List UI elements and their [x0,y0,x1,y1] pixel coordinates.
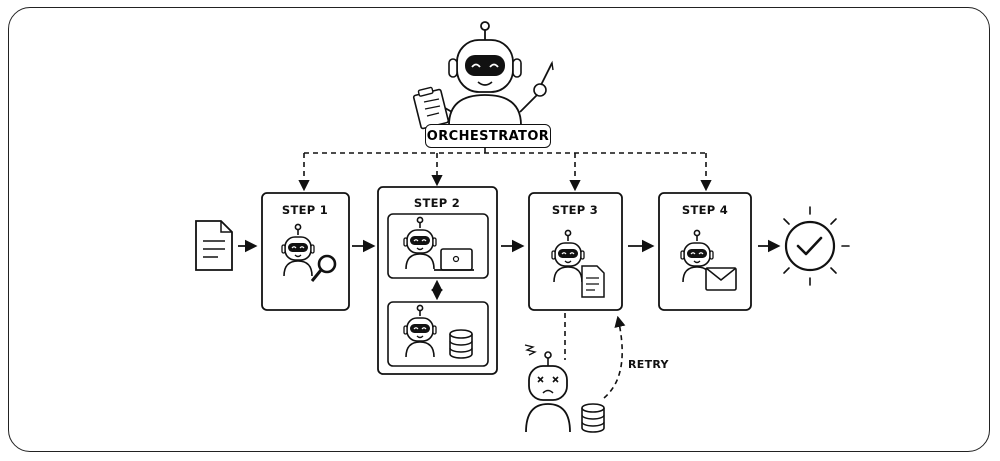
retry-label: RETRY [628,358,669,371]
database-icon [581,403,605,433]
step-2-label: STEP 2 [413,196,461,210]
orchestrator-connectors [298,148,712,192]
step-4-box [658,192,752,311]
step-4-label: STEP 4 [681,203,729,217]
checkmark-icon [783,206,850,286]
document-icon [195,220,233,271]
database-icon [449,329,473,359]
orchestrator-robot-icon [437,21,539,126]
step-1-label: STEP 1 [281,203,329,217]
document-icon [581,265,605,298]
clipboard-icon [412,86,450,130]
retry-arrow [603,315,626,399]
orchestrator-label: ORCHESTRATOR [425,124,551,148]
magnifier-icon [310,254,337,282]
pointer-icon [533,60,554,97]
envelope-icon [705,267,737,291]
laptop-icon [434,248,474,271]
step-3-label: STEP 3 [551,203,599,217]
step-1-box [261,192,350,311]
failed-robot-icon [524,344,571,433]
diagram-frame [8,7,990,452]
step-3-box [528,192,623,311]
step-2-box [377,186,498,375]
